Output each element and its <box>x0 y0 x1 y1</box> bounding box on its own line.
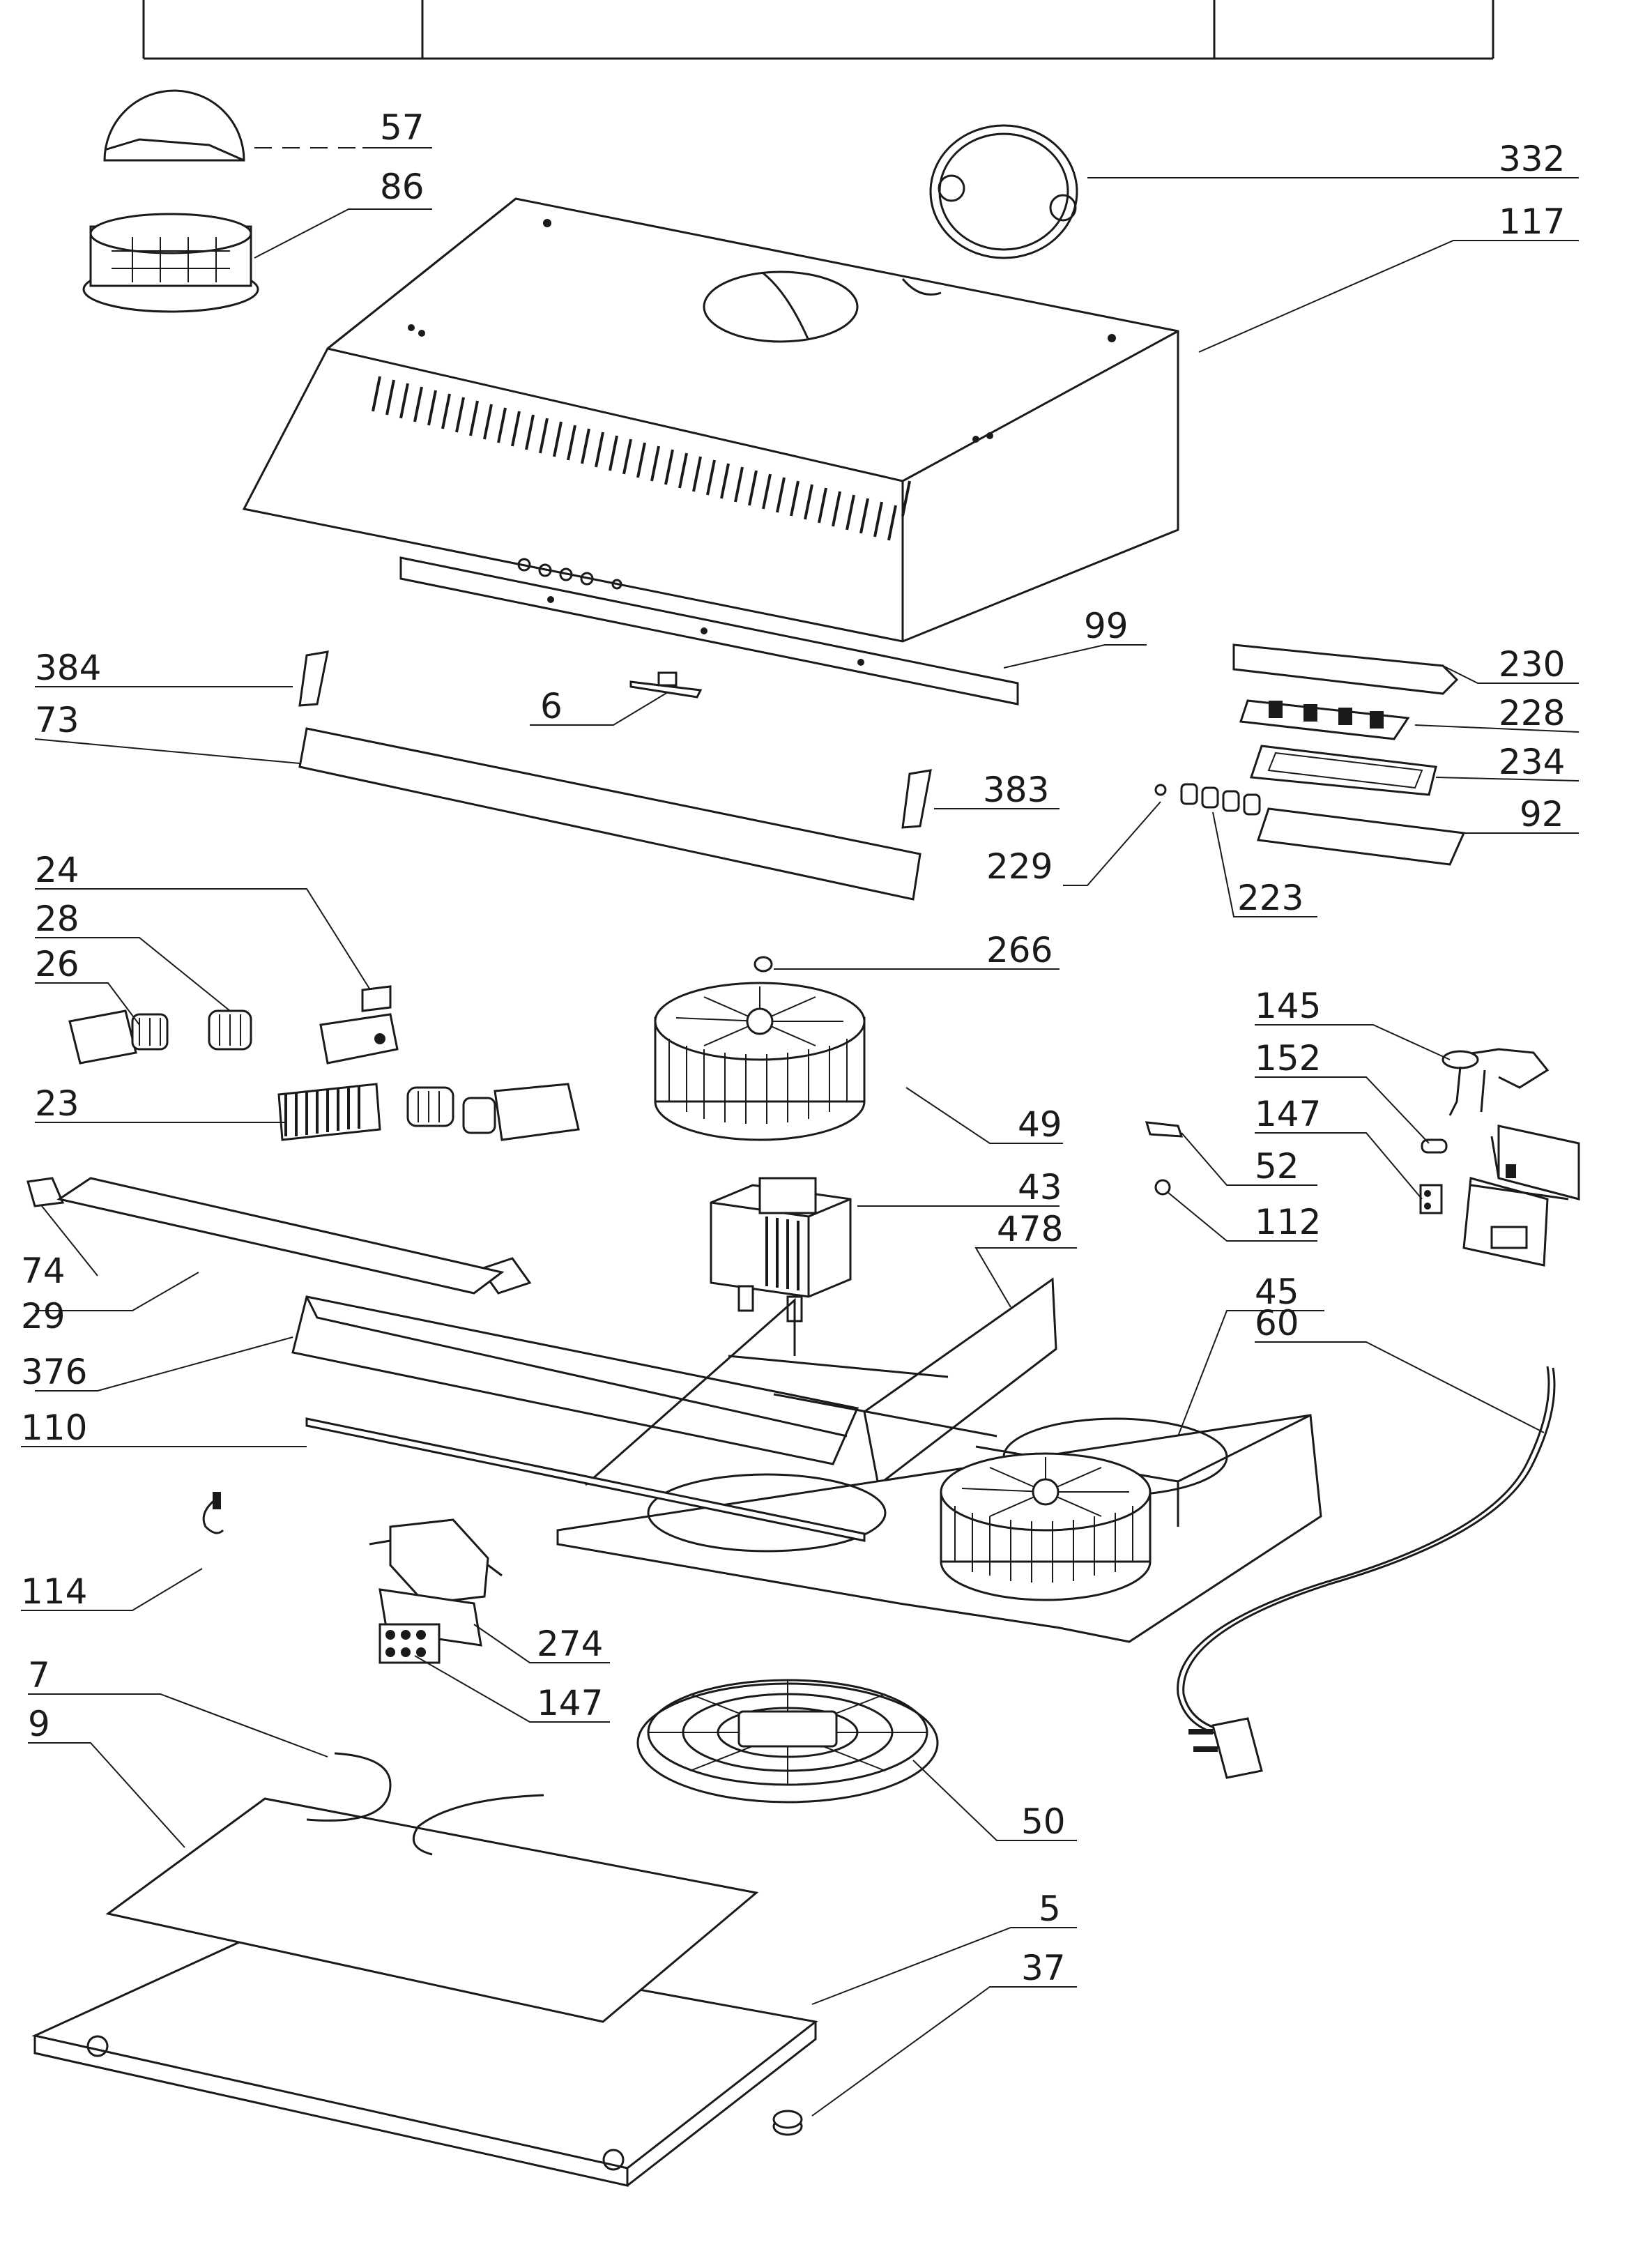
part-front-panel <box>298 727 921 901</box>
part-carbon-filter <box>636 1679 939 1804</box>
callout-29: 29 <box>21 1296 66 1336</box>
callout-57: 57 <box>380 107 425 148</box>
part-clip-right <box>901 769 932 829</box>
callout-376: 376 <box>21 1352 87 1392</box>
part-hook <box>202 1492 224 1534</box>
callout-99: 99 <box>1084 606 1129 646</box>
callout-60: 60 <box>1255 1303 1299 1343</box>
callout-9: 9 <box>28 1704 50 1744</box>
callout-73: 73 <box>35 700 79 740</box>
part-chassis-base <box>556 1297 1322 1643</box>
callout-24: 24 <box>35 850 79 890</box>
part-power-cord <box>1177 1366 1556 1779</box>
callout-43: 43 <box>1018 1167 1062 1207</box>
callout-228: 228 <box>1499 693 1565 733</box>
part-knob <box>772 2110 803 2136</box>
callout-28: 28 <box>35 899 79 939</box>
callout-266: 266 <box>986 930 1053 970</box>
callout-86: 86 <box>380 167 425 207</box>
callout-7: 7 <box>28 1655 50 1695</box>
callout-50: 50 <box>1021 1801 1066 1842</box>
title-block-fragment <box>142 0 1494 60</box>
part-lamp-bulb-left <box>68 1009 169 1065</box>
callout-92: 92 <box>1520 794 1564 834</box>
callout-230: 230 <box>1499 644 1565 685</box>
part-rail <box>305 1417 866 1542</box>
part-switch-cover <box>1232 643 1459 695</box>
part-switch-board <box>1239 699 1410 740</box>
part-mounting-plate <box>1256 807 1466 866</box>
hood-vent-slots <box>372 376 911 541</box>
callout-23: 23 <box>35 1083 79 1124</box>
callout-37: 37 <box>1021 1948 1066 1988</box>
part-dome-cap <box>103 89 245 162</box>
part-knobs <box>1154 783 1261 816</box>
part-sealing-ring <box>929 124 1078 259</box>
callout-147-bottom: 147 <box>537 1683 603 1723</box>
part-control-strip <box>399 556 1019 706</box>
callout-234: 234 <box>1499 742 1565 782</box>
part-fan-impeller-installed <box>940 1452 1152 1601</box>
callout-145: 145 <box>1255 986 1321 1026</box>
part-filter-frame <box>31 1923 818 2187</box>
callout-26: 26 <box>35 944 79 984</box>
part-outlet-collar <box>82 213 259 313</box>
callout-52: 52 <box>1255 1146 1299 1187</box>
leader-lines <box>21 147 1580 2117</box>
callout-229: 229 <box>986 846 1053 887</box>
callout-147-top: 147 <box>1255 1094 1321 1134</box>
callout-49: 49 <box>1018 1104 1062 1145</box>
part-cover-plate <box>56 1177 505 1295</box>
part-deflector <box>291 1295 859 1465</box>
part-lamp-bulb-right <box>462 1083 580 1141</box>
part-side-plate <box>863 1277 1057 1487</box>
callout-114: 114 <box>21 1571 87 1612</box>
callout-labels: 57 86 332 117 99 384 6 73 383 230 228 23… <box>21 107 1565 1988</box>
callout-117: 117 <box>1499 201 1565 242</box>
part-small-bracket <box>629 671 703 699</box>
callout-5: 5 <box>1039 1889 1061 1929</box>
callout-45: 45 <box>1255 1272 1299 1312</box>
callout-6: 6 <box>540 686 563 726</box>
part-bracket-pair <box>26 1177 532 1295</box>
part-clip-left <box>298 650 329 707</box>
part-cable-clamp <box>1421 1138 1448 1154</box>
callout-112: 112 <box>1255 1202 1321 1242</box>
part-filter-clip <box>306 1752 544 1856</box>
part-lamp-shade <box>277 1083 381 1141</box>
callout-383: 383 <box>983 770 1049 810</box>
callout-274: 274 <box>537 1624 603 1664</box>
part-terminal-block <box>378 1623 441 1664</box>
part-clip-small <box>1145 1121 1184 1138</box>
part-filter-mesh <box>105 1797 759 2023</box>
part-lamp-bracket <box>319 985 399 1065</box>
part-hood-body <box>242 197 1179 643</box>
part-nut <box>754 956 773 973</box>
callout-152: 152 <box>1255 1038 1321 1078</box>
part-grommet <box>1154 1179 1171 1196</box>
part-terminal-block-small <box>1419 1184 1443 1214</box>
part-motor <box>710 1177 852 1322</box>
part-lamp-socket-right <box>406 1086 454 1127</box>
callout-384: 384 <box>35 648 101 688</box>
callout-478: 478 <box>997 1209 1063 1249</box>
part-fan-impeller <box>654 982 866 1141</box>
part-switch-housing <box>1249 745 1437 796</box>
part-cable-bracket <box>1441 1048 1580 1267</box>
callout-223: 223 <box>1237 878 1303 918</box>
part-lamp-socket-left <box>208 1009 252 1051</box>
callout-74: 74 <box>21 1251 66 1291</box>
callout-332: 332 <box>1499 139 1565 179</box>
callout-110: 110 <box>21 1408 87 1448</box>
